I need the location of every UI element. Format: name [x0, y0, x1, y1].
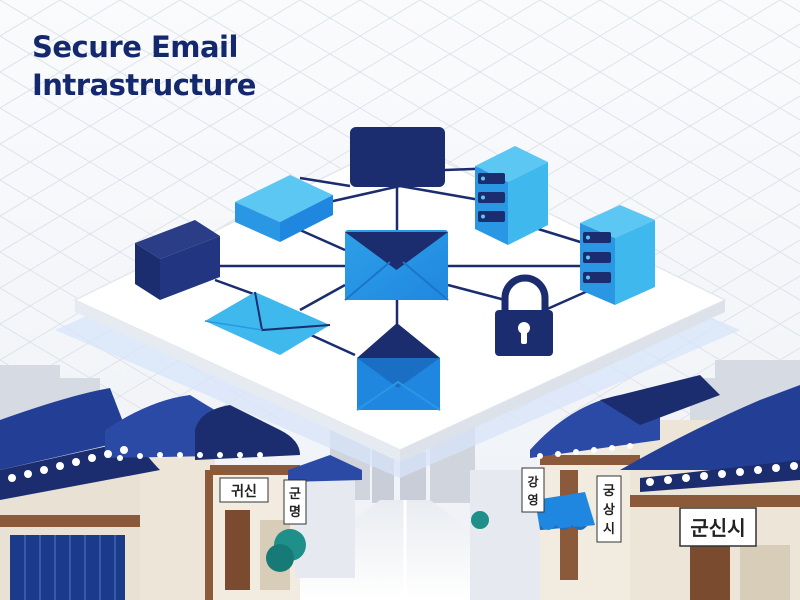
right-hanok-buildings	[470, 375, 800, 600]
sign-right-a-char-1: 강	[527, 475, 538, 489]
sign-right-b-char-2: 상	[603, 503, 615, 518]
client-node	[235, 175, 333, 242]
lock-icon	[495, 274, 553, 356]
sign-right-b-char-3: 시	[603, 522, 615, 537]
sign-right-vertical-a: 강 영	[521, 467, 545, 513]
mail-server-node	[350, 127, 445, 187]
sign-right-vertical-b: 궁 상 시	[596, 475, 622, 543]
left-hanok-buildings	[0, 388, 362, 600]
open-envelope-icon	[356, 323, 441, 411]
server-icon	[475, 146, 548, 245]
sign-right-board: 군신시	[679, 507, 757, 547]
page-title: Secure Email Intrastructure	[32, 28, 256, 104]
message-envelope-icon	[204, 291, 331, 355]
sign-right-b-char-1: 궁	[603, 484, 615, 499]
network-connections	[214, 166, 591, 357]
title-line-1: Secure Email	[32, 30, 238, 64]
envelope-icon	[344, 230, 449, 301]
sign-left-top: 귀신	[219, 477, 269, 503]
sign-left-vertical-char-2: 명	[289, 504, 301, 520]
title-line-2: Intrastructure	[32, 68, 256, 102]
storage-cube-node	[135, 220, 220, 300]
sign-left-top-text: 귀신	[231, 483, 257, 500]
sign-left-vertical-char-1: 군	[289, 487, 301, 502]
sign-left-vertical: 군 명	[283, 479, 307, 525]
sign-right-board-text: 군신시	[690, 516, 745, 540]
server-icon-2	[580, 205, 655, 305]
sign-right-a-char-2: 영	[527, 492, 538, 507]
